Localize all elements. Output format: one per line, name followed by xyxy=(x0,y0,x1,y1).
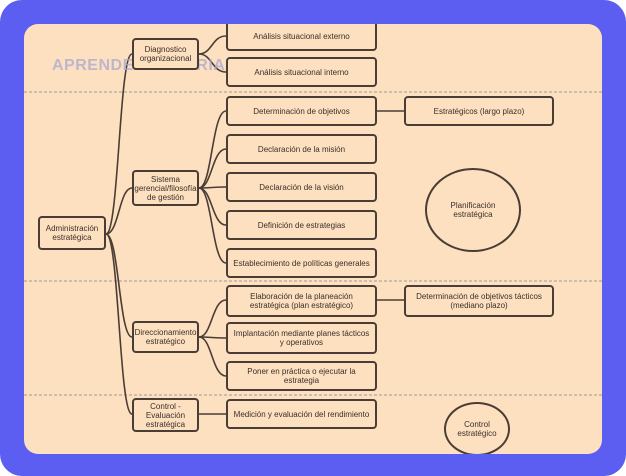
node-estrategias: Definición de estrategias xyxy=(226,210,377,240)
node-vision: Declaración de la visión xyxy=(226,172,377,202)
link-diag-externo xyxy=(198,35,227,55)
node-politicas: Establecimiento de políticas generales xyxy=(226,248,377,278)
link-sis-mision xyxy=(198,148,227,189)
circle-planificacion: Planificación estratégica xyxy=(425,168,521,252)
node-tacticos: Determinación de objetivos tácticos (med… xyxy=(404,285,554,317)
diagram-canvas: APRENDEINDUSTRIAL Administración estraté… xyxy=(24,24,602,454)
node-diagnostico: Diagnostico organizacional xyxy=(132,38,199,70)
link-dir-ejecutar xyxy=(198,336,227,377)
node-ejecutar: Poner en práctica o ejecutar la estrateg… xyxy=(226,361,377,391)
node-implantacion: Implantación mediante planes tácticos y … xyxy=(226,322,377,354)
link-sis-objetivos xyxy=(198,110,227,189)
node-planeacion: Elaboración de la planeación estratégica… xyxy=(226,285,377,317)
node-control: Control - Evaluación estratégica xyxy=(132,398,199,432)
link-dir-planeacion xyxy=(198,299,227,338)
node-direccionamiento: Direccionamiento estratégico xyxy=(132,321,199,353)
circle-control: Control estratégico xyxy=(444,402,510,454)
connector-lines xyxy=(24,35,602,415)
link-root-sistema xyxy=(105,187,133,235)
link-diag-interno xyxy=(198,53,227,73)
link-sis-politicas xyxy=(198,187,227,264)
node-medicion: Medición y evaluación del rendimiento xyxy=(226,399,377,429)
node-administracion: Administración estratégica xyxy=(38,216,106,250)
node-analisis-interno: Análisis situacional interno xyxy=(226,57,377,87)
node-largo-plazo: Estratégicos (largo plazo) xyxy=(404,96,554,126)
node-sistema: Sistema gerencial/filosofía de gestión xyxy=(132,170,199,206)
link-root-diagnostico xyxy=(105,53,133,235)
node-mision: Declaración de la misión xyxy=(226,134,377,164)
node-analisis-externo: Análisis situacional externo xyxy=(226,24,377,51)
link-root-direccionamiento xyxy=(105,233,133,338)
link-sis-estrategias xyxy=(198,187,227,226)
link-root-control xyxy=(105,233,133,415)
node-objetivos: Determinación de objetivos xyxy=(226,96,377,126)
